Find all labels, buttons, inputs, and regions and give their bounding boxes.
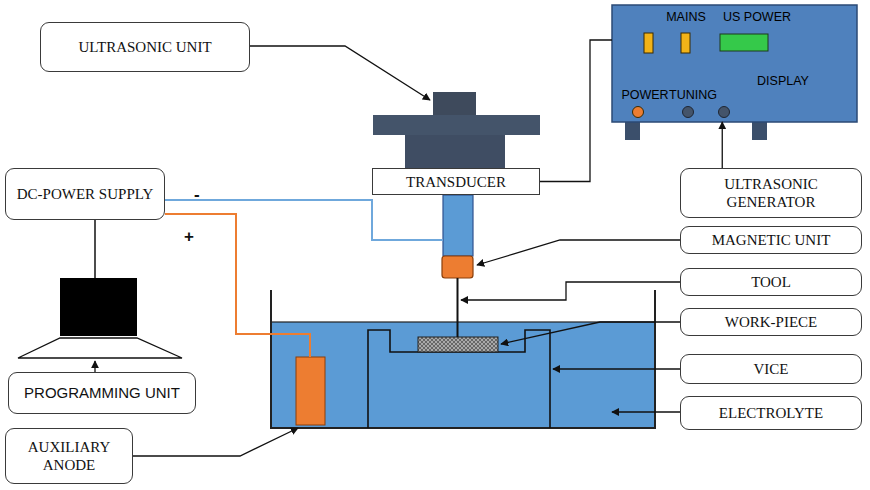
label-text: DC-POWER SUPPLY [17, 185, 153, 203]
leader-line [501, 322, 680, 344]
leader-line [477, 240, 680, 265]
negative-wire [165, 200, 443, 240]
callout-box: ULTRASONIC GENERATOR [680, 168, 862, 218]
transducer-flange [373, 115, 540, 135]
callout-box: TOOL [680, 268, 862, 296]
leader-line [553, 368, 680, 369]
callout-box: AUXILIARY ANODE [5, 428, 133, 484]
tank-wall [271, 290, 655, 428]
callout-box: DC-POWER SUPPLY [5, 168, 165, 220]
label-text: WORK-PIECE [725, 313, 818, 331]
vice [368, 330, 550, 428]
transducer-body [405, 135, 505, 169]
electrolyte-bath [271, 322, 655, 428]
polarity-sign: - [194, 186, 200, 203]
label-text: ELECTROLYTE [719, 404, 823, 422]
leader-line [250, 46, 430, 100]
data-wire [94, 220, 96, 278]
leader-line [94, 361, 95, 372]
polarity-sign: + [184, 228, 194, 245]
label-text: MAINS [641, 10, 731, 25]
label-text: TOOL [751, 273, 791, 291]
positive-wire [165, 214, 310, 357]
callout-box: ULTRASONIC UNIT [40, 22, 250, 72]
auxiliary-anode [296, 357, 325, 425]
horn [443, 195, 473, 256]
tool [457, 278, 459, 337]
callout-box: VICE [680, 354, 862, 384]
label-text: AUXILIARY ANODE [12, 438, 126, 474]
device-foot [752, 122, 767, 140]
label-text: DISPLAY [738, 74, 828, 89]
leader-line [133, 428, 298, 456]
generator-panel: MAINSUS POWERDISPLAYPOWERTUNING [612, 5, 857, 122]
toggle-switch [681, 33, 690, 53]
laptop-base [18, 338, 182, 358]
display-screen [720, 34, 768, 51]
leader-line [612, 411, 680, 412]
callout-box: MAGNETIC UNIT [680, 226, 862, 254]
connector-line [540, 40, 612, 182]
device-foot [625, 122, 640, 140]
label-text: ULTRASONIC UNIT [78, 38, 211, 56]
work-piece [418, 337, 498, 352]
label-text: MAGNETIC UNIT [712, 231, 831, 249]
tuning-knob [719, 107, 730, 118]
laptop-screen [60, 278, 137, 336]
power-knob [633, 107, 644, 118]
label-text: TUNING [648, 88, 738, 103]
ultrasonic-unit-block [433, 92, 476, 116]
label-text: ULTRASONIC GENERATOR [687, 175, 855, 211]
callout-box: TRANSDUCER [372, 168, 540, 195]
callout-box: WORK-PIECE [680, 308, 862, 336]
leader-line [461, 282, 680, 300]
callout-box: PROGRAMMING UNIT [8, 372, 196, 414]
label-text: US POWER [712, 10, 802, 25]
label-text: TRANSDUCER [406, 173, 506, 191]
generator-body [612, 5, 857, 122]
label-text: VICE [754, 360, 789, 378]
magnetic-unit [442, 256, 473, 278]
tuning-knob [683, 107, 694, 118]
toggle-switch [644, 33, 653, 53]
connector-line [722, 122, 723, 168]
label-text: PROGRAMMING UNIT [24, 384, 180, 402]
callout-box: ELECTROLYTE [680, 396, 862, 430]
